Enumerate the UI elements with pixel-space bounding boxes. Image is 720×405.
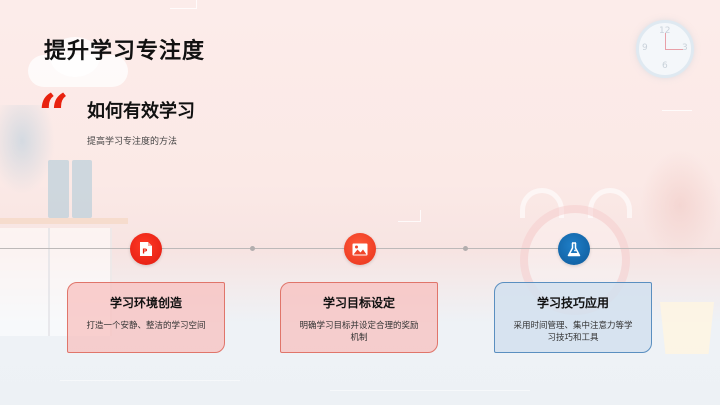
pot-decoration xyxy=(660,302,714,354)
step-description: 打造一个安静、整洁的学习空间 xyxy=(86,321,206,331)
deco-line xyxy=(170,8,196,9)
deco-line xyxy=(330,390,530,391)
step-description: 明确学习目标并设定合理的奖励机制 xyxy=(299,321,419,343)
page-title: 提升学习专注度 xyxy=(44,39,206,64)
clock-number: 6 xyxy=(662,61,668,71)
deco-line xyxy=(398,221,420,222)
wall-clock-decoration: 12 3 6 9 xyxy=(636,20,694,78)
section-subtitle: 提高学习专注度的方法 xyxy=(87,137,178,147)
alarm-bell-right-decoration xyxy=(588,188,632,218)
clock-number: 12 xyxy=(659,26,671,36)
step-title: 学习目标设定 xyxy=(322,296,395,310)
quote-open-icon: “ xyxy=(38,82,70,146)
books-decoration xyxy=(48,160,92,218)
deco-line xyxy=(196,0,197,9)
timeline-dot xyxy=(463,246,468,251)
clock-number: 9 xyxy=(642,43,648,53)
flask-icon xyxy=(567,241,581,256)
timeline-node-1: P xyxy=(130,233,162,265)
image-icon xyxy=(352,243,368,255)
clock-minute-hand xyxy=(666,49,683,50)
deco-line xyxy=(662,110,692,111)
timeline-dot xyxy=(250,246,255,251)
step-title: 学习技巧应用 xyxy=(536,296,609,310)
timeline-node-3 xyxy=(558,233,590,265)
alarm-bell-left-decoration xyxy=(520,188,564,218)
clock-number: 3 xyxy=(682,43,688,53)
timeline-node-2 xyxy=(344,233,376,265)
step-card-goals: 学习目标设定 明确学习目标并设定合理的奖励机制 xyxy=(280,282,438,353)
shelf-decoration xyxy=(0,218,128,224)
section-title: 如何有效学习 xyxy=(87,101,195,122)
step-card-techniques: 学习技巧应用 采用时间管理、集中注意力等学习技巧和工具 xyxy=(494,282,652,353)
deco-line xyxy=(60,380,240,381)
deco-line xyxy=(420,210,421,222)
svg-text:P: P xyxy=(142,248,147,256)
leaves-decoration xyxy=(640,150,720,260)
step-card-environment: 学习环境创造 打造一个安静、整洁的学习空间 xyxy=(67,282,225,353)
clock-hour-hand xyxy=(665,33,666,50)
ppt-file-icon: P xyxy=(140,242,152,256)
step-title: 学习环境创造 xyxy=(109,296,182,310)
step-description: 采用时间管理、集中注意力等学习技巧和工具 xyxy=(513,321,633,343)
